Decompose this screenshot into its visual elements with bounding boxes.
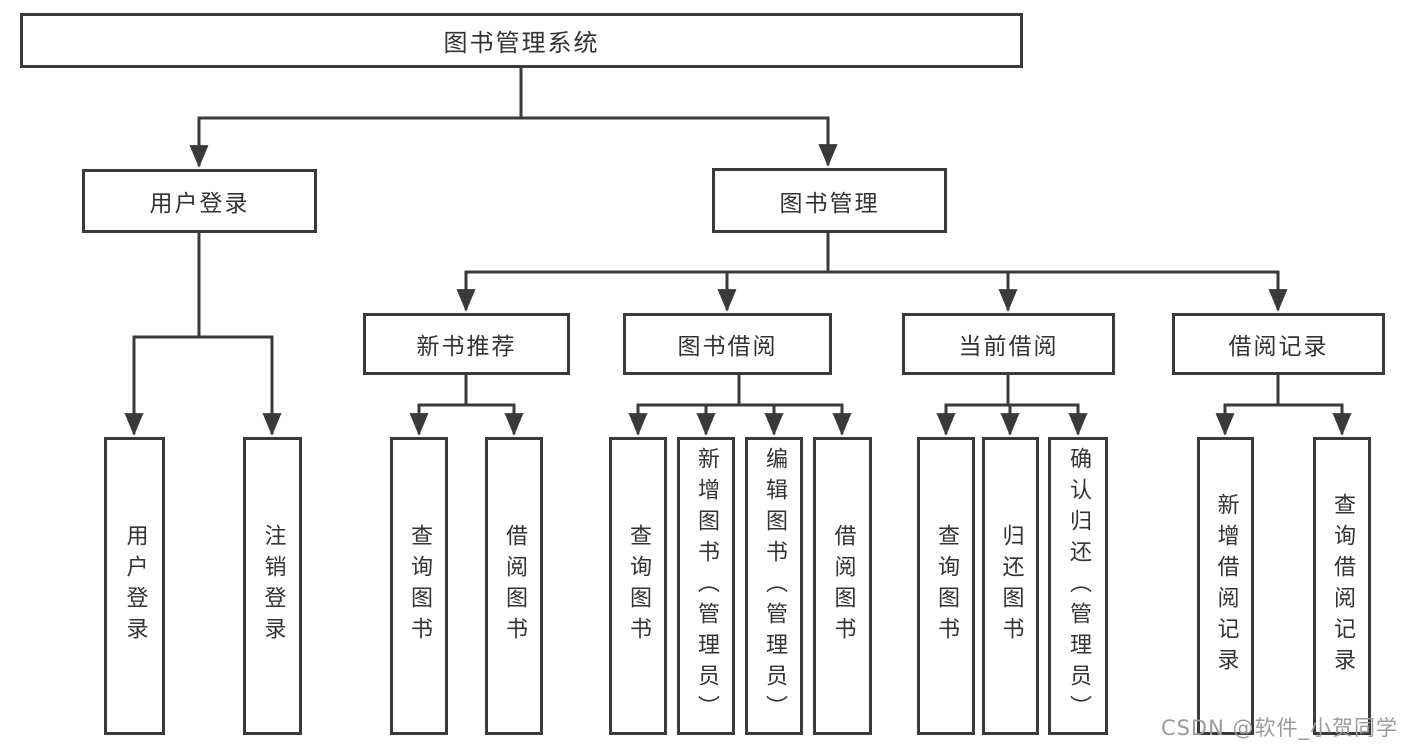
- node-label: 新书推荐: [416, 334, 517, 360]
- leaf-logout: 注销登录: [243, 437, 302, 735]
- leaf-query-borrow-record: 查询借阅记录: [1313, 437, 1371, 735]
- leaf-confirm-return-admin: 确认归还（管理员）: [1048, 437, 1108, 735]
- node-label: 用户登录: [149, 191, 250, 217]
- node-book-management: 图书管理: [712, 168, 947, 233]
- leaf-label: 查询图书: [934, 524, 959, 648]
- node-book-borrow: 图书借阅: [623, 313, 832, 375]
- leaf-recommend-borrow-books: 借阅图书: [485, 437, 543, 735]
- leaf-label: 查询借阅记录: [1330, 493, 1355, 679]
- leaf-label: 新增图书（管理员）: [694, 446, 719, 726]
- leaf-recommend-query-books: 查询图书: [390, 437, 448, 735]
- node-label: 当前借阅: [958, 334, 1059, 360]
- leaf-label: 借阅图书: [830, 524, 856, 648]
- leaf-label: 新增借阅记录: [1213, 493, 1239, 679]
- leaf-borrow-books: 借阅图书: [813, 437, 872, 735]
- leaf-label: 用户登录: [122, 524, 148, 648]
- leaf-label: 查询图书: [626, 524, 651, 648]
- leaf-label: 查询图书: [407, 524, 432, 648]
- leaf-label: 注销登录: [260, 524, 286, 648]
- node-label: 借阅记录: [1228, 334, 1329, 360]
- leaf-label: 归还图书: [998, 524, 1024, 648]
- node-borrow-records: 借阅记录: [1172, 313, 1385, 375]
- node-library-management-system: 图书管理系统: [20, 13, 1023, 68]
- node-label: 图书管理系统: [443, 29, 600, 57]
- node-label: 图书借阅: [677, 334, 778, 360]
- leaf-edit-books-admin: 编辑图书（管理员）: [745, 437, 803, 735]
- leaf-label: 借阅图书: [502, 524, 527, 648]
- leaf-label: 确认归还（管理员）: [1066, 446, 1091, 726]
- node-user-login: 用户登录: [82, 169, 317, 233]
- leaf-borrow-query-books: 查询图书: [609, 437, 667, 735]
- node-current-borrow: 当前借阅: [902, 313, 1115, 375]
- leaf-user-login: 用户登录: [104, 437, 165, 735]
- node-new-book-recommend: 新书推荐: [363, 313, 570, 375]
- node-label: 图书管理: [779, 190, 880, 217]
- leaf-label: 编辑图书（管理员）: [762, 446, 787, 726]
- leaf-add-borrow-record: 新增借阅记录: [1197, 437, 1254, 735]
- leaf-return-books: 归还图书: [982, 437, 1039, 735]
- leaf-current-query-books: 查询图书: [917, 437, 975, 735]
- csdn-watermark: CSDN @软件_小贺同学: [1160, 716, 1398, 740]
- leaf-add-books-admin: 新增图书（管理员）: [677, 437, 735, 735]
